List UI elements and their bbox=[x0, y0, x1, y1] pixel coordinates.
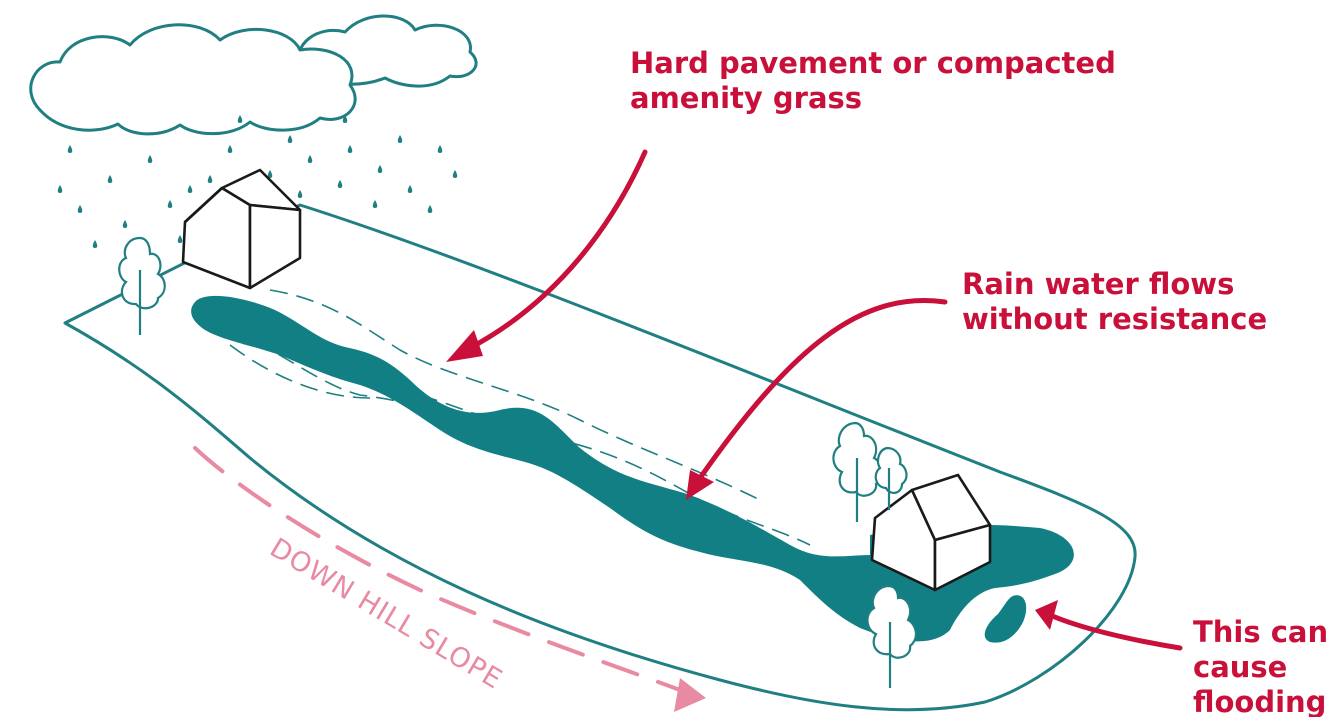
raindrop-icon bbox=[377, 165, 383, 173]
raindrop-icon bbox=[227, 145, 233, 153]
flooding-label-line-3: flooding bbox=[1193, 685, 1326, 717]
raindrop-icon bbox=[342, 115, 348, 123]
raindrop-icon bbox=[437, 145, 443, 153]
tree-icon bbox=[118, 236, 166, 335]
raindrop-icon bbox=[407, 185, 413, 193]
water-channel bbox=[191, 295, 1074, 642]
pavement-label-line-2: amenity grass bbox=[630, 81, 862, 115]
raindrop-icon bbox=[307, 155, 313, 163]
raindrop-icon bbox=[427, 205, 433, 213]
water-pool bbox=[984, 595, 1027, 643]
tree-icon bbox=[832, 421, 883, 522]
downhill-slope-arrow bbox=[193, 446, 706, 712]
raindrop-icon bbox=[122, 220, 128, 228]
pavement-label: Hard pavement or compacted amenity grass bbox=[630, 46, 1126, 115]
flooding-label-line-1: This can bbox=[1193, 615, 1328, 649]
raindrop-icon bbox=[187, 185, 193, 193]
raindrop-icon bbox=[107, 175, 113, 183]
flooding-label-line-2: cause bbox=[1193, 650, 1287, 684]
raindrop-icon bbox=[77, 205, 83, 213]
raindrop-icon bbox=[237, 115, 243, 123]
rain-flow-label: Rain water flows without resistance bbox=[962, 267, 1267, 336]
pavement-label-line-1: Hard pavement or compacted bbox=[630, 46, 1116, 80]
raindrop-icon bbox=[347, 145, 353, 153]
raindrop-icon bbox=[57, 185, 63, 193]
cloud-icon bbox=[29, 14, 478, 136]
raindrop-icon bbox=[207, 175, 213, 183]
rain-flow-arrow bbox=[686, 298, 948, 500]
tree-icon bbox=[874, 446, 908, 510]
raindrop-icon bbox=[92, 240, 98, 248]
raindrop-icon bbox=[177, 235, 183, 243]
rain-flow-label-line-2: without resistance bbox=[962, 302, 1267, 336]
raindrop-icon bbox=[67, 145, 73, 153]
raindrop-icon bbox=[372, 200, 378, 208]
house-icon bbox=[870, 473, 992, 592]
raindrop-icon bbox=[337, 180, 343, 188]
house-icon bbox=[181, 168, 302, 290]
pavement-arrow bbox=[446, 149, 648, 362]
raindrop-icon bbox=[147, 155, 153, 163]
rain-flow-label-line-1: Rain water flows bbox=[962, 267, 1234, 301]
raindrop-icon bbox=[287, 135, 293, 143]
raindrop-icon bbox=[452, 170, 458, 178]
flooding-label: This can cause flooding bbox=[1193, 615, 1338, 717]
raindrop-icon bbox=[267, 170, 273, 178]
raindrop-icon bbox=[397, 135, 403, 143]
raindrop-icon bbox=[167, 200, 173, 208]
flooding-arrow bbox=[1035, 600, 1183, 651]
raindrop-icon bbox=[297, 190, 303, 198]
tree-icon bbox=[866, 584, 917, 688]
